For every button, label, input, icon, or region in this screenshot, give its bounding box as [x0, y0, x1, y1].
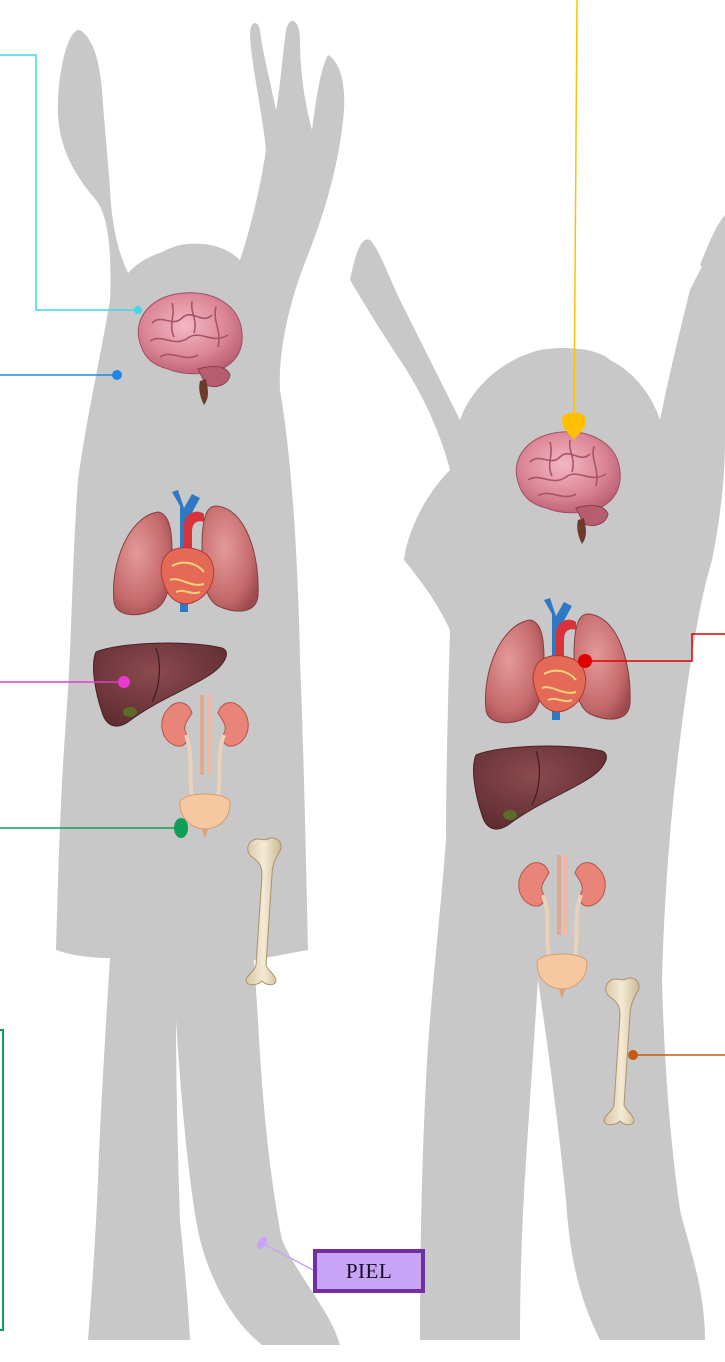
heart-pointer-dot — [578, 654, 592, 668]
brain-pointer-dot — [134, 306, 142, 314]
answer-box-edge — [0, 1029, 4, 1331]
bone-pointer-dot — [628, 1050, 638, 1060]
skin-label: PIEL — [346, 1259, 392, 1284]
liver-pointer-dot — [118, 676, 130, 688]
skin-label-box[interactable]: PIEL — [313, 1249, 425, 1293]
nerve-pointer-dot — [112, 370, 122, 380]
bladder-pointer-dot — [174, 818, 188, 838]
